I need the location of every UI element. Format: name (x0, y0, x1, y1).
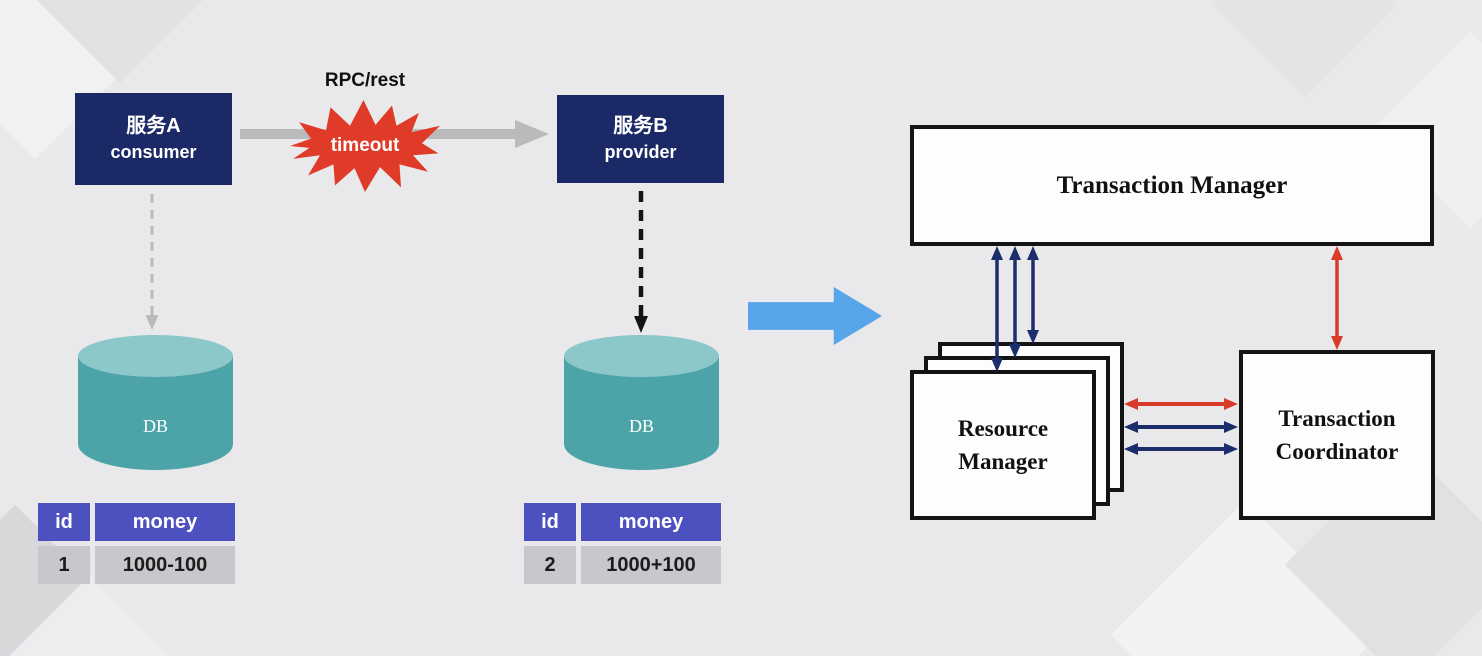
table-b-cell-money: 1000+100 (581, 546, 721, 584)
database-a-cylinder: DB (78, 335, 233, 470)
database-cylinder-top (564, 335, 719, 377)
resource-manager-label-line1: Resource (957, 415, 1049, 441)
service-b-box: 服务B provider (557, 95, 724, 183)
table-a-cell-id: 1 (38, 546, 90, 584)
resource-manager-label-line2: Manager (958, 449, 1048, 474)
service-a-name: 服务A (126, 115, 181, 138)
table-a-header-id: id (38, 503, 90, 541)
database-cylinder-top (78, 335, 233, 377)
background-decoration (1213, 0, 1397, 97)
transaction-coordinator-label-line1: Transaction (1278, 405, 1396, 431)
table-b-header-id: id (524, 503, 576, 541)
table-b-header-money: money (581, 503, 721, 541)
service-a-role: consumer (110, 142, 197, 163)
database-b-label: DB (628, 416, 654, 436)
table-a: id money 1 1000-100 (38, 503, 235, 584)
big-blue-arrow-icon (748, 287, 882, 345)
rpc-rest-label: RPC/rest (324, 70, 406, 91)
table-a-header-money: money (95, 503, 235, 541)
table-b: id money 2 1000+100 (524, 503, 721, 584)
service-b-name: 服务B (613, 115, 668, 138)
timeout-burst-icon: timeout (290, 100, 440, 192)
timeout-label: timeout (330, 135, 400, 156)
transaction-coordinator-box: Transaction Coordinator (1239, 350, 1435, 520)
database-a-label: DB (142, 416, 168, 436)
service-b-role: provider (604, 142, 677, 163)
database-b-cylinder: DB (564, 335, 719, 470)
service-a-box: 服务A consumer (75, 93, 232, 185)
table-a-cell-money: 1000-100 (95, 546, 235, 584)
resource-manager-box-front: Resource Manager (910, 370, 1096, 520)
table-b-cell-id: 2 (524, 546, 576, 584)
transaction-coordinator-label-line2: Coordinator (1275, 439, 1399, 464)
transaction-manager-label: Transaction Manager (1056, 171, 1288, 199)
transaction-manager-box: Transaction Manager (910, 125, 1434, 246)
